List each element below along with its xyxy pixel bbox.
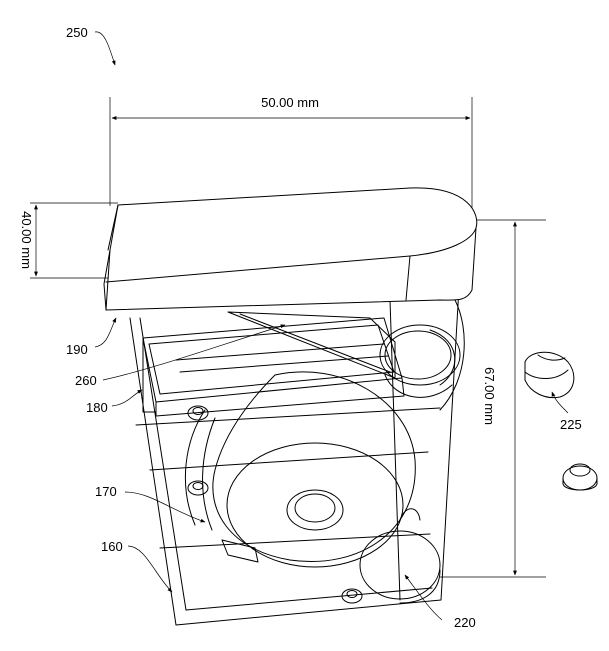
label-180: 180 — [86, 400, 108, 415]
label-190: 190 — [66, 342, 88, 357]
dimension-body-height — [440, 219, 546, 578]
body-height-dimension-text: 67.00 mm — [482, 367, 497, 425]
blade — [227, 311, 396, 379]
device-body — [129, 269, 465, 626]
dimension-width — [109, 97, 473, 220]
round-holder — [379, 324, 461, 398]
label-220: 220 — [454, 615, 476, 630]
cradle-tray — [142, 317, 405, 417]
cap-part — [524, 351, 575, 399]
button-part — [562, 463, 598, 491]
lid-height-dimension-text: 40.00 mm — [19, 211, 34, 269]
gear-wheel — [184, 371, 421, 604]
width-dimension-text: 50.00 mm — [261, 95, 319, 110]
base-cylinder — [359, 530, 441, 604]
label-225: 225 — [560, 417, 582, 432]
label-260: 260 — [75, 373, 97, 388]
leader-lines — [94, 31, 569, 621]
dimension-lid-height — [30, 202, 118, 279]
label-170: 170 — [95, 484, 117, 499]
label-160: 160 — [101, 539, 123, 554]
lid — [103, 187, 478, 311]
label-250: 250 — [66, 25, 88, 40]
